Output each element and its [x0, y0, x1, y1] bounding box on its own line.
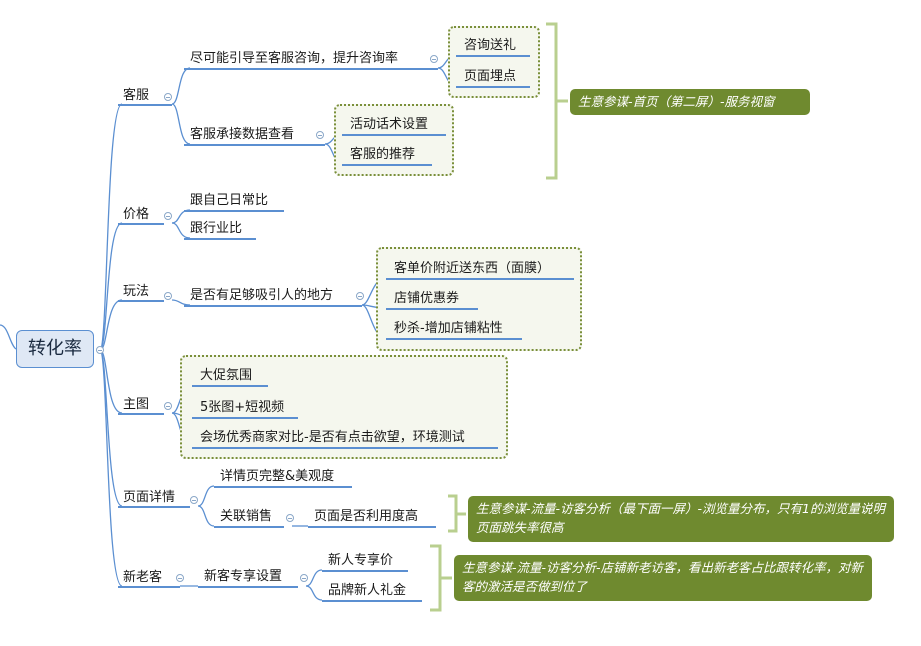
- wanfa-sub1-group: [376, 247, 582, 351]
- zhutu-group: [180, 355, 508, 459]
- kefu-sub1-item-2[interactable]: [456, 86, 530, 88]
- xiangqing-sub2-item-1[interactable]: [308, 526, 436, 528]
- collapse-toggle-icon[interactable]: [176, 574, 184, 582]
- wanfa-item-2-label: 店铺优惠券: [394, 291, 460, 306]
- collapse-toggle-icon[interactable]: [164, 402, 172, 410]
- jiage-item-2-label: 跟行业比: [190, 221, 243, 236]
- collapse-toggle-icon[interactable]: [164, 212, 172, 220]
- collapse-toggle-icon[interactable]: [316, 131, 324, 139]
- collapse-toggle-icon[interactable]: [300, 574, 308, 582]
- kefu-sub1-item-1[interactable]: [456, 55, 530, 57]
- branch-jiage-label: 价格: [123, 207, 150, 222]
- branch-xinlao[interactable]: [118, 586, 180, 588]
- xinlao-sub1-item-2-label: 品牌新人礼金: [328, 583, 407, 598]
- jiage-item-2[interactable]: [184, 238, 256, 240]
- xinlao-sub1-item-1-label: 新人专享价: [328, 553, 394, 568]
- note-xinlao[interactable]: 生意参谋-流量-访客分析-店铺新老访客，看出新老客占比跟转化率，对新客的激活是否…: [454, 555, 872, 601]
- wanfa-sub1[interactable]: [184, 305, 362, 307]
- note-kefu-text: 生意参谋-首页（第二屏）-服务视窗: [578, 94, 775, 109]
- branch-zhutu-label: 主图: [123, 397, 150, 412]
- collapse-toggle-icon[interactable]: [164, 292, 172, 300]
- branch-kefu-label: 客服: [123, 88, 150, 103]
- xinlao-sub1-item-1[interactable]: [322, 570, 408, 572]
- root-node[interactable]: 转化率: [16, 330, 94, 368]
- xiangqing-item-1-label: 详情页完整&美观度: [220, 469, 335, 484]
- jiage-item-1[interactable]: [184, 210, 284, 212]
- kefu-sub1-item-1-label: 咨询送礼: [464, 38, 517, 53]
- zhutu-item-1-label: 大促氛围: [200, 368, 253, 383]
- branch-kefu[interactable]: [118, 104, 172, 106]
- collapse-toggle-icon[interactable]: [430, 55, 438, 63]
- kefu-sub2-item-1[interactable]: [342, 134, 446, 136]
- wanfa-sub1-label: 是否有足够吸引人的地方: [190, 288, 334, 303]
- collapse-toggle-icon[interactable]: [286, 514, 294, 522]
- note-kefu[interactable]: 生意参谋-首页（第二屏）-服务视窗: [570, 89, 810, 115]
- jiage-item-1-label: 跟自己日常比: [190, 193, 269, 208]
- wanfa-item-1[interactable]: [386, 278, 574, 280]
- collapse-toggle-icon[interactable]: [190, 496, 198, 504]
- branch-wanfa-label: 玩法: [123, 284, 150, 299]
- zhutu-item-2[interactable]: [192, 417, 298, 419]
- xiangqing-sub2[interactable]: [214, 526, 284, 528]
- kefu-sub2-item-2[interactable]: [342, 164, 432, 166]
- xinlao-sub1-item-2[interactable]: [322, 600, 422, 602]
- kefu-sub1-item-2-label: 页面埋点: [464, 69, 517, 84]
- collapse-toggle-icon[interactable]: [356, 292, 364, 300]
- zhutu-item-3-label: 会场优秀商家对比-是否有点击欲望，环境测试: [200, 430, 465, 445]
- xiangqing-item-1[interactable]: [214, 486, 352, 488]
- branch-xinlao-label: 新老客: [123, 570, 163, 585]
- kefu-sub2-item-1-label: 活动话术设置: [350, 117, 429, 132]
- collapse-toggle-icon[interactable]: [164, 93, 172, 101]
- xiangqing-sub2-item-1-label: 页面是否利用度高: [314, 509, 419, 524]
- root-label: 转化率: [28, 338, 82, 359]
- kefu-sub1[interactable]: [184, 68, 438, 70]
- zhutu-item-2-label: 5张图+短视频: [200, 400, 285, 415]
- note-xiangqing-text: 生意参谋-流量-访客分析（最下面一屏）-浏览量分布，只有1的浏览量说明页面跳失率…: [476, 501, 885, 535]
- branch-xiangqing[interactable]: [118, 506, 190, 508]
- kefu-sub2[interactable]: [184, 144, 325, 146]
- note-xinlao-text: 生意参谋-流量-访客分析-店铺新老访客，看出新老客占比跟转化率，对新客的激活是否…: [462, 560, 864, 594]
- xinlao-sub1[interactable]: [198, 586, 298, 588]
- branch-xiangqing-label: 页面详情: [123, 490, 176, 505]
- wanfa-item-3-label: 秒杀-增加店铺粘性: [394, 321, 503, 336]
- zhutu-item-3[interactable]: [192, 447, 498, 449]
- note-xiangqing[interactable]: 生意参谋-流量-访客分析（最下面一屏）-浏览量分布，只有1的浏览量说明页面跳失率…: [468, 496, 894, 542]
- branch-jiage[interactable]: [118, 223, 164, 225]
- kefu-sub1-label: 尽可能引导至客服咨询，提升咨询率: [190, 51, 399, 66]
- wanfa-item-3[interactable]: [386, 338, 522, 340]
- xiangqing-sub2-label: 关联销售: [220, 509, 273, 524]
- branch-wanfa[interactable]: [118, 300, 164, 302]
- wanfa-item-1-label: 客单价附近送东西（面膜）: [394, 261, 551, 276]
- kefu-sub2-label: 客服承接数据查看: [190, 127, 295, 142]
- kefu-sub2-item-2-label: 客服的推荐: [350, 147, 416, 162]
- wanfa-item-2[interactable]: [386, 308, 478, 310]
- xinlao-sub1-label: 新客专享设置: [204, 569, 283, 584]
- collapse-toggle-icon[interactable]: [96, 346, 104, 354]
- zhutu-item-1[interactable]: [192, 385, 268, 387]
- branch-zhutu[interactable]: [118, 413, 164, 415]
